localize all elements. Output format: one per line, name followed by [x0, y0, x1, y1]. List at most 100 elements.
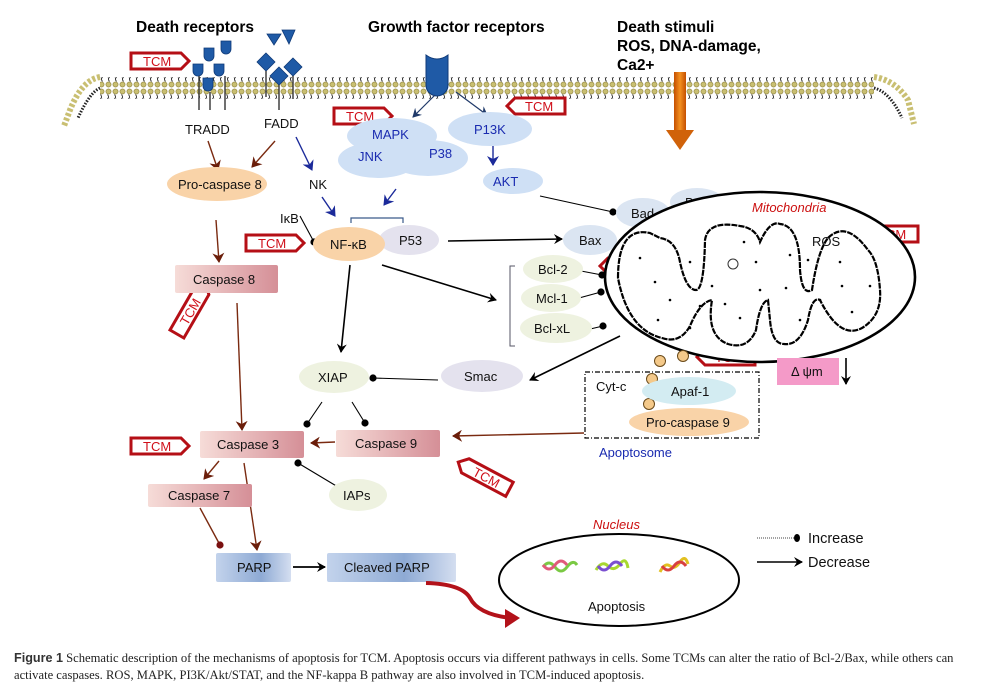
fadd-label: FADD [264, 116, 299, 131]
iaps-label: IAPs [343, 488, 371, 503]
delta-psi-box [777, 358, 839, 385]
tcm-tag-nfkb: TCM [244, 233, 307, 253]
apoptosome-box [584, 371, 760, 439]
matrix-dot [868, 284, 872, 288]
akt-label: AKT [493, 174, 518, 189]
nfkb-p53-bracket [350, 217, 404, 223]
bcl2-node [523, 255, 583, 283]
matrix-dot [784, 286, 788, 290]
xiap-label: XIAP [318, 370, 348, 385]
inhibit-xiap-caspase9 [351, 401, 369, 427]
tcm-tag-caspase9: TCM [456, 457, 516, 499]
arrow-cleaved-parp-nucleus [425, 581, 511, 620]
caspase8-label: Caspase 8 [193, 272, 255, 287]
smac-label: Smac [464, 369, 498, 384]
pi3k-label: P13K [474, 122, 506, 137]
cytochrome-c-beads [643, 350, 689, 410]
mcl1-node [521, 284, 581, 312]
smac-node [441, 360, 523, 392]
jnk-label: JNK [358, 149, 383, 164]
tcm-tag-label: TCM [143, 439, 171, 454]
inhibit-smac-xiap [369, 374, 439, 382]
ikb-inhibitor-line [299, 215, 318, 246]
tradd-label: TRADD [185, 122, 230, 137]
fadd-stalks [265, 71, 294, 110]
mitochondria [603, 190, 917, 364]
arrow-nfkb-bcl2-family [381, 264, 497, 303]
cytc-label: Cyt-c [596, 379, 627, 394]
apoptosis-label: Apoptosis [588, 599, 646, 614]
death-stimuli-header: Death stimuli [617, 19, 714, 36]
inhibit-caspase7-parp [199, 507, 224, 549]
matrix-dot [698, 304, 702, 308]
arrow-fadd-nk [295, 136, 314, 171]
arrow-fadd-procaspase8 [251, 140, 276, 168]
growth-factor-receptor-icon [425, 54, 449, 97]
inhibit-bcl2-mito [580, 270, 606, 279]
nucleus-label: Nucleus [593, 517, 640, 532]
tcm-tag-shape [129, 51, 192, 71]
delta-psi-label: Δ ψm [791, 364, 823, 379]
pro-caspase9-node [629, 408, 749, 436]
xiap-node [299, 361, 369, 393]
matrix-dot [758, 288, 762, 292]
matrix-dot [840, 284, 844, 288]
mcl1-label: Mcl-1 [536, 291, 568, 306]
tcm-tag-label: TCM [143, 54, 171, 69]
tradd-stalks [198, 76, 226, 110]
matrix-dot [788, 253, 792, 257]
nucleus [498, 533, 740, 627]
mapk-label: MAPK [372, 127, 409, 142]
arrow-tradd-procaspase8 [207, 140, 221, 171]
apaf1-label: Apaf-1 [671, 384, 709, 399]
pro-caspase9-label: Pro-caspase 9 [646, 415, 730, 430]
inhibit-akt-bad [539, 195, 617, 216]
inhibit-iaps-caspase3 [294, 459, 339, 488]
ros-label: ROS [812, 234, 841, 249]
caspase3-node [200, 431, 304, 458]
figure-caption: Figure 1 Schematic description of the me… [14, 650, 989, 684]
cleaved-parp-label: Cleaved PARP [344, 560, 430, 575]
bax-node [563, 225, 617, 255]
legend-decrease-label: Decrease [808, 555, 870, 571]
matrix-dot [798, 318, 802, 322]
bcl2-label: Bcl-2 [538, 262, 568, 277]
inhibit-mcl1-mito [578, 288, 605, 299]
arrow-nfkb-xiap [336, 264, 351, 353]
matrix-dot [688, 326, 692, 330]
caspase9-node [336, 430, 440, 457]
p53-node [379, 225, 439, 255]
arrow-nk-nfkb [321, 196, 336, 217]
death-stimuli-subheader: ROS, DNA-damage, [617, 38, 761, 55]
bclxl-label: Bcl-xL [534, 321, 570, 336]
growth-factor-receptors-header: Growth factor receptors [368, 19, 545, 36]
tcm-tag-shape [129, 436, 192, 456]
matrix-dot [754, 260, 758, 264]
arrow-caspase9-caspase3 [310, 436, 336, 449]
tcm-tag-shape [456, 457, 516, 499]
caspase7-node [148, 484, 252, 507]
pi3k-node [448, 112, 532, 146]
fadd-receptor-icon [256, 29, 303, 86]
arrow-caspase8-caspase3 [235, 302, 248, 431]
mapk-cluster [338, 118, 468, 178]
tcm-tag-label: TCM [346, 109, 374, 124]
death-stimuli-arrow [666, 72, 694, 150]
legend-increase-label: Increase [808, 531, 864, 547]
figure-caption-text: Schematic description of the mechanisms … [14, 651, 954, 682]
p53-label: P53 [399, 233, 422, 248]
tcm-tag-label: TCM [258, 236, 286, 251]
arrow-mapk-nfkb [383, 188, 397, 206]
matrix-dot [638, 256, 642, 260]
arrow-apoptosome-caspase9 [452, 429, 585, 442]
matrix-dot [818, 298, 822, 302]
legend: Increase Decrease [757, 531, 870, 571]
death-stimuli-ca: Ca2+ [617, 57, 655, 74]
tradd-receptor-icon [192, 40, 232, 92]
arrow-caspase3-caspase7 [203, 460, 220, 480]
figure-label: Figure 1 [14, 651, 63, 665]
matrix-dot [656, 318, 660, 322]
akt-node [483, 168, 543, 194]
p38-label: P38 [429, 146, 452, 161]
